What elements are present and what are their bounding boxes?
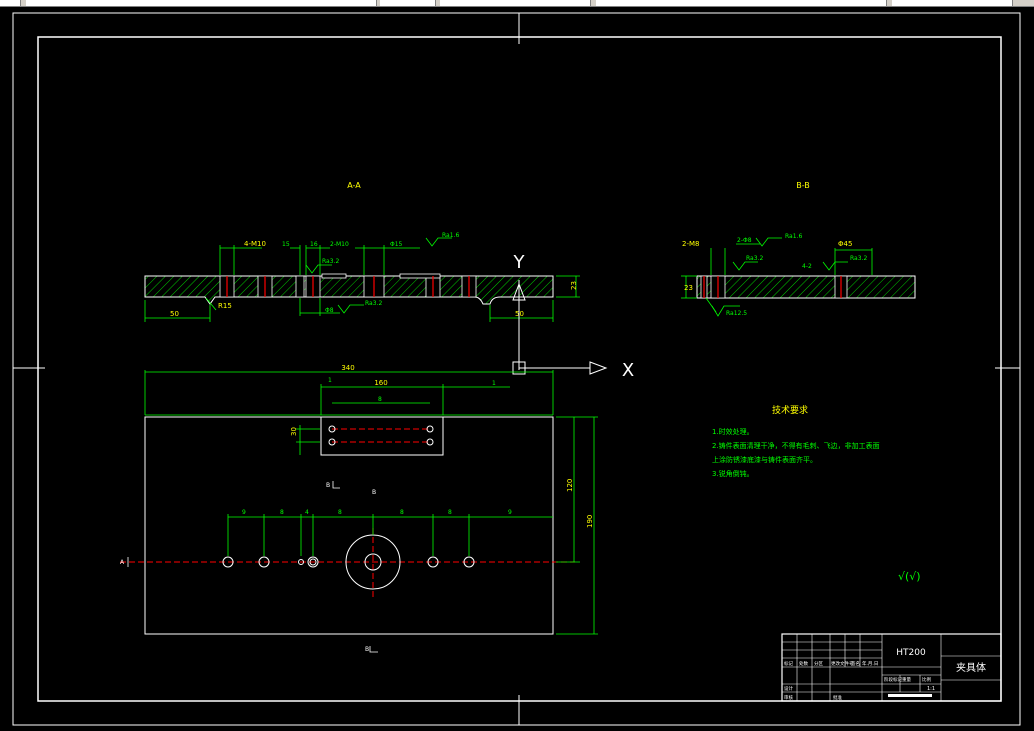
section-bb-view: 2-M8 Φ45 23 2-Φ8 Ra1.6 Ra3.2 Ra3.2 4-2Ra12…	[681, 233, 916, 317]
dim-dia-45: Φ45	[838, 240, 852, 248]
svg-text:9: 9	[508, 509, 512, 516]
dim-overall-width: 340	[341, 364, 354, 372]
tech-req-line-3: 上涂防锈漆底漆与铸件表面齐平。	[712, 455, 817, 464]
svg-text:Ra3.2: Ra3.2	[365, 300, 382, 307]
svg-text:1: 1	[492, 380, 496, 387]
title-col-date: 年.月.日	[862, 660, 878, 667]
svg-text:Ra1.6: Ra1.6	[785, 233, 802, 240]
tech-requirements: 技术要求 1.时效处理。 2.铸件表面清理干净，不得有毛刺、飞边，非加工表面 上…	[712, 404, 880, 478]
title-block: HT200 夹具体 1:1 标记 设计 审核 处数 分区 更改文件号 签名 年.…	[781, 633, 1002, 702]
title-weight: 重量	[902, 676, 911, 683]
svg-text:B: B	[326, 482, 330, 489]
cad-drawing-canvas[interactable]: A-A B-B	[0, 6, 1034, 731]
svg-text:4: 4	[305, 509, 309, 516]
svg-text:Φ15: Φ15	[390, 241, 403, 248]
title-stage: 阶段标记	[884, 676, 902, 683]
tech-req-line-2: 2.铸件表面清理干净，不得有毛刺、飞边，非加工表面	[712, 441, 880, 450]
svg-text:8: 8	[338, 509, 342, 516]
toolbar-strip	[0, 0, 1034, 7]
dim-hole-2: 2-M8	[682, 240, 699, 248]
section-bb-label: B-B	[796, 181, 810, 190]
dim-slot-pitch: 30	[290, 427, 298, 436]
dim-slot-len: 160	[374, 379, 387, 387]
title-part-name: 夹具体	[956, 661, 986, 674]
svg-text:2-M10: 2-M10	[330, 241, 349, 248]
title-col-sign: 签名	[851, 660, 860, 667]
svg-text:8: 8	[378, 396, 382, 403]
svg-text:2-Φ8: 2-Φ8	[737, 237, 752, 244]
svg-text:Ra3.2: Ra3.2	[746, 255, 763, 262]
svg-text:B: B	[372, 489, 376, 496]
plotstyle-dropdown[interactable]	[892, 0, 1013, 6]
svg-text:8: 8	[448, 509, 452, 516]
outer-border	[12, 12, 1021, 726]
title-row-mark: 标记	[784, 660, 793, 667]
lineweight-dropdown[interactable]	[596, 0, 887, 6]
axis-x-label: X	[622, 360, 634, 381]
axis-y-label: Y	[513, 252, 526, 273]
svg-text:8: 8	[280, 509, 284, 516]
dim-bb-thk: 23	[684, 284, 693, 292]
layer-dropdown[interactable]	[26, 0, 377, 6]
ucs-x-arrow	[512, 361, 608, 375]
dim-section-thk: 23	[570, 281, 578, 290]
title-scale: 1:1	[927, 686, 935, 692]
svg-text:Ra3.2: Ra3.2	[850, 255, 867, 262]
svg-text:4-2: 4-2	[802, 263, 812, 270]
dim-overall-height: 190	[586, 515, 594, 528]
svg-text:9: 9	[242, 509, 246, 516]
centering-marks	[13, 13, 1020, 725]
dim-left-50: 50	[170, 310, 179, 318]
svg-text:16: 16	[310, 241, 318, 248]
title-col-file: 更改文件号	[831, 660, 854, 667]
dim-r15: R15	[218, 302, 232, 310]
svg-text:Ra3.2: Ra3.2	[322, 258, 339, 265]
svg-text:8: 8	[400, 509, 404, 516]
dim-hole-4: 4-M10	[244, 240, 266, 248]
svg-text:15: 15	[282, 241, 290, 248]
svg-text:1: 1	[328, 377, 332, 384]
ucs-y-arrow	[512, 280, 526, 370]
toolbar-field[interactable]	[0, 0, 21, 6]
title-row-design: 设计	[784, 685, 793, 692]
plan-view: 340 160 190 120 30 9 8 4 8 8 8 9 8 1 1 B B A B	[120, 364, 598, 653]
title-material: HT200	[896, 648, 926, 658]
linetype-dropdown[interactable]	[440, 0, 591, 6]
tech-req-line-1: 1.时效处理。	[712, 427, 754, 436]
title-ratio: 比例	[922, 676, 931, 683]
title-approve: 批准	[833, 694, 842, 701]
section-aa-label: A-A	[347, 181, 361, 190]
color-dropdown[interactable]	[380, 0, 436, 6]
svg-text:Ra1.6: Ra1.6	[442, 232, 459, 239]
tech-req-line-4: 3.锐角倒钝。	[712, 469, 754, 478]
title-col-zone: 分区	[814, 660, 823, 667]
tech-req-title: 技术要求	[772, 404, 808, 416]
svg-text:A: A	[120, 559, 125, 566]
dim-inner-height: 120	[566, 479, 574, 492]
title-col-qty: 处数	[799, 660, 808, 667]
svg-text:Φ8: Φ8	[325, 307, 334, 314]
title-row-review: 审核	[784, 694, 793, 701]
svg-text:Ra12.5: Ra12.5	[726, 310, 747, 317]
roughness-other-symbol: √(√)	[898, 570, 921, 583]
svg-text:B: B	[365, 646, 369, 653]
